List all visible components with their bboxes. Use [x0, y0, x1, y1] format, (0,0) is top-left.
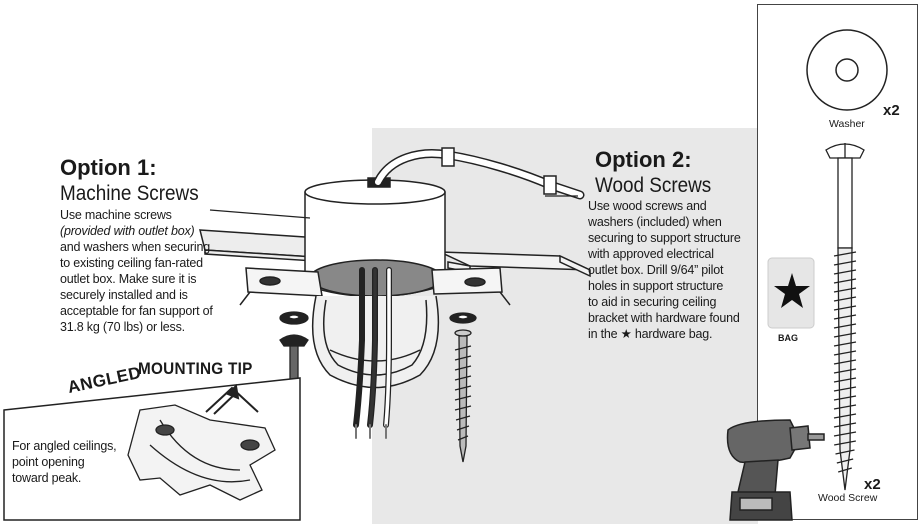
- thread-line: [833, 278, 857, 284]
- option2-title: Option 2:: [595, 147, 692, 172]
- cable-staple: [543, 175, 557, 195]
- option1-description: Use machine screws (provided with outlet…: [60, 207, 280, 335]
- tip-description: For angled ceilings, point opening towar…: [12, 438, 132, 486]
- option1-line: securely installed and is: [60, 288, 188, 302]
- option1-line: (provided with outlet box): [60, 224, 195, 238]
- thread-line: [833, 305, 857, 311]
- tip-line: toward peak.: [12, 471, 82, 485]
- thread-line: [833, 350, 857, 356]
- cable-staple: [441, 147, 455, 167]
- thread-line: [833, 260, 857, 266]
- wood-screw-threads: [833, 251, 857, 473]
- option1-subtitle: Machine Screws: [60, 182, 199, 205]
- tip-title-rest: MOUNTING TIP: [138, 359, 253, 378]
- option2-line: holes in support structure: [588, 279, 724, 293]
- thread-line: [833, 323, 857, 329]
- hardware-bag-icon: [767, 257, 815, 329]
- thread-line: [833, 413, 857, 419]
- washer-label: Washer: [829, 118, 865, 130]
- thread-line: [836, 458, 854, 464]
- option2-line: Use wood screws and: [588, 199, 707, 213]
- option2-line: in the ★ hardware bag.: [588, 327, 713, 341]
- bag-label: BAG: [778, 333, 798, 343]
- ceiling-joist-left: [199, 229, 332, 263]
- option1-line: acceptable for fan support of: [60, 304, 213, 318]
- option2-subtitle: Wood Screws: [595, 174, 712, 197]
- washer-icon: [806, 29, 888, 111]
- option2-line: outlet box. Drill 9/64” pilot: [588, 263, 724, 277]
- house-peak-icon: [205, 383, 259, 415]
- option1-title: Option 1:: [60, 155, 157, 180]
- thread-line: [833, 431, 857, 437]
- drill-icon: [726, 419, 825, 521]
- thread-line: [833, 377, 857, 383]
- wood-screw-center-icon: [449, 312, 477, 463]
- ceiling-joist-right: [439, 251, 591, 278]
- option2-line: washers (included) when: [588, 215, 722, 229]
- thread-line: [833, 422, 857, 428]
- option2-description: Use wood screws and washers (included) w…: [588, 198, 758, 342]
- option1-line: Use machine screws: [60, 208, 172, 222]
- option1-line: 31.8 kg (70 lbs) or less.: [60, 320, 185, 334]
- option1-line: to existing ceiling fan-rated: [60, 256, 203, 270]
- tip-line: point opening: [12, 455, 85, 469]
- thread-line: [833, 287, 857, 293]
- thread-line: [834, 440, 856, 446]
- wood-screw-icon: [825, 143, 865, 491]
- washer-quantity: x2: [883, 102, 900, 119]
- thread-line: [833, 314, 857, 320]
- thread-line: [833, 386, 857, 392]
- tip-line: For angled ceilings,: [12, 439, 117, 453]
- option2-line: bracket with hardware found: [588, 311, 740, 325]
- thread-line: [833, 251, 857, 257]
- fan-wires: [353, 267, 392, 439]
- angled-bracket-sketch: [127, 404, 276, 501]
- option1-pointer: [209, 209, 311, 219]
- thread-line: [833, 404, 857, 410]
- option2-line: securing to support structure: [588, 231, 741, 245]
- option1-line: and washers when securing: [60, 240, 210, 254]
- option2-line: to aid in securing ceiling: [588, 295, 717, 309]
- option1-line: outlet box. Make sure it is: [60, 272, 197, 286]
- thread-line: [833, 269, 857, 275]
- thread-line: [833, 332, 857, 338]
- screw-label: Wood Screw: [818, 492, 878, 504]
- star-icon: [774, 273, 810, 308]
- thread-line: [835, 449, 855, 455]
- screw-quantity: x2: [864, 476, 881, 493]
- thread-line: [833, 359, 857, 365]
- thread-line: [833, 341, 857, 347]
- option2-line: with approved electrical: [588, 247, 714, 261]
- machine-screw-icon: [279, 311, 309, 383]
- thread-line: [838, 467, 852, 473]
- thread-line: [833, 368, 857, 374]
- thread-line: [833, 296, 857, 302]
- thread-line: [833, 395, 857, 401]
